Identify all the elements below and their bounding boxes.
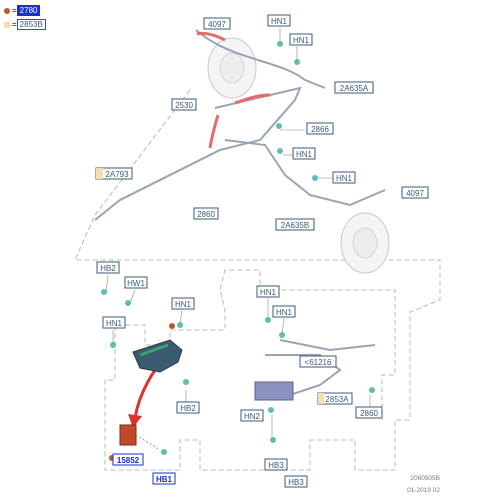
svg-text:HN1: HN1 [293, 36, 310, 45]
svg-text:4097: 4097 [208, 20, 226, 29]
legend-eq: = [12, 20, 17, 29]
label-2866[interactable]: 2866 [306, 122, 334, 135]
legend-row-2: = 2853B [4, 19, 46, 30]
label-hw1[interactable]: HW1 [124, 276, 148, 289]
svg-text:4097: 4097 [406, 189, 424, 198]
red-arrow-4 [133, 369, 157, 419]
label-hn1-center[interactable]: HN1 [171, 297, 195, 310]
red-arrow-3 [208, 114, 220, 149]
legend-row-1: = 2780 [4, 5, 41, 16]
label-hn1-top-2[interactable]: HN1 [289, 33, 313, 46]
svg-text:HN1: HN1 [271, 17, 288, 26]
label-hn1-right-2[interactable]: HN1 [272, 305, 296, 318]
label-hn1-right-1[interactable]: HN1 [256, 285, 280, 298]
legend-eq: = [12, 6, 17, 15]
svg-text:HB3: HB3 [288, 478, 304, 487]
legend-square-icon [4, 21, 10, 28]
legend-dot-icon [4, 7, 10, 14]
rear-brake-disc [340, 212, 390, 274]
red-arrow-2 [234, 93, 271, 105]
svg-text:HB1: HB1 [156, 475, 173, 484]
svg-text:2860: 2860 [360, 409, 378, 418]
label-15852[interactable]: 15852 [112, 453, 144, 466]
label-2860-lower[interactable]: 2860 [355, 406, 383, 419]
svg-text:HW1: HW1 [127, 279, 145, 288]
svg-text:HN1: HN1 [175, 300, 192, 309]
label-hn1-top-1[interactable]: HN1 [267, 14, 291, 27]
svg-text:2860: 2860 [197, 210, 215, 219]
label-2a635a[interactable]: 2A635A [334, 81, 374, 94]
svg-text:HB2: HB2 [180, 404, 196, 413]
label-hn1-mid-1[interactable]: HN1 [292, 147, 316, 160]
footer-date: 01-2019 02 [407, 487, 440, 494]
svg-text:HN1: HN1 [336, 174, 353, 183]
label-hb1[interactable]: HB1 [152, 472, 176, 485]
label-2853a[interactable]: 2853A [317, 392, 353, 405]
svg-text:<61216: <61216 [305, 358, 332, 367]
label-4097-rear[interactable]: 4097 [401, 186, 429, 199]
svg-text:2A635B: 2A635B [281, 221, 309, 230]
label-hb2-lower[interactable]: HB2 [176, 401, 200, 414]
svg-text:2530: 2530 [175, 101, 193, 110]
svg-text:15852: 15852 [117, 456, 140, 465]
legend-code-highlighted[interactable]: 2780 [16, 5, 41, 16]
label-61216[interactable]: <61216 [299, 355, 337, 368]
parking-brake-lever [132, 323, 183, 373]
label-2860[interactable]: 2860 [193, 207, 219, 220]
svg-text:HB3: HB3 [268, 461, 284, 470]
cable-lower [265, 354, 342, 396]
label-hb3-a[interactable]: HB3 [264, 458, 288, 471]
label-4097-top[interactable]: 4097 [203, 17, 231, 30]
svg-text:HN1: HN1 [296, 150, 313, 159]
label-2a793[interactable]: 2A793 [95, 167, 133, 180]
cable-lower-2 [279, 339, 376, 352]
cable-rear [224, 139, 386, 207]
label-2530[interactable]: 2530 [171, 98, 197, 111]
front-brake-disc [207, 37, 257, 99]
footer-code: 2060505B [410, 475, 440, 482]
svg-text:HN2: HN2 [244, 412, 261, 421]
label-hn1-left[interactable]: HN1 [102, 316, 126, 329]
red-arrowhead-4 [128, 414, 142, 428]
svg-text:HN1: HN1 [276, 308, 293, 317]
svg-text:HB2: HB2 [100, 264, 116, 273]
cable-bracket [254, 381, 294, 401]
leader-lines [105, 28, 371, 440]
svg-text:2A635A: 2A635A [340, 84, 369, 93]
label-2a635b[interactable]: 2A635B [275, 218, 315, 231]
label-hb2-left[interactable]: HB2 [96, 261, 120, 274]
svg-text:HN1: HN1 [260, 288, 277, 297]
label-hn2[interactable]: HN2 [240, 409, 264, 422]
cable-front [195, 29, 326, 89]
cable-mid [94, 86, 302, 221]
legend-code[interactable]: 2853B [16, 19, 46, 30]
svg-text:2866: 2866 [311, 125, 329, 134]
svg-text:2853A: 2853A [325, 395, 349, 404]
svg-text:2A793: 2A793 [105, 170, 129, 179]
svg-text:HN1: HN1 [106, 319, 123, 328]
label-hn1-mid-2[interactable]: HN1 [332, 171, 356, 184]
red-arrow-1 [196, 31, 226, 42]
labels: 4097 HN1 HN1 2A635A 2530 2866 HN1 2A793 … [95, 14, 429, 488]
label-hb3-b[interactable]: HB3 [284, 475, 308, 488]
vehicle-outline [74, 89, 441, 471]
